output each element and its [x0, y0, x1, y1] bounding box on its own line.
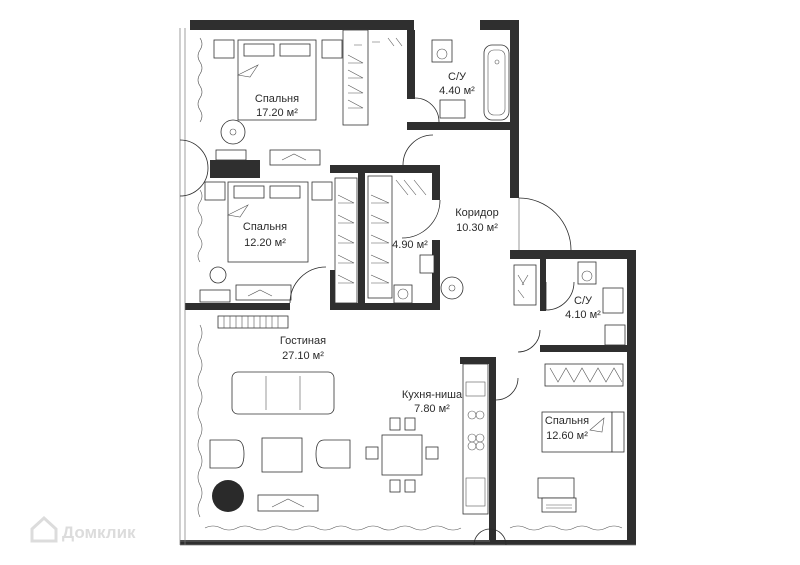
kitchen-area: 7.80 м² [414, 403, 450, 415]
living-area: 27.10 м² [282, 350, 324, 362]
radiator-icon [217, 315, 289, 329]
tv-stand-icon [269, 149, 321, 166]
kitchen-counter-icon [462, 363, 489, 515]
bedroom-1: Спальня 17.20 м² [213, 29, 403, 166]
bedroom1-area: 17.20 м² [256, 107, 298, 119]
armchair-icon [209, 439, 245, 469]
sink-icon [602, 287, 624, 314]
washing-machine-icon [393, 284, 413, 304]
dining-table-icon [381, 434, 423, 476]
bath2-name: С/У [574, 295, 593, 307]
shower-icon [513, 264, 537, 306]
facade-glazing [179, 28, 636, 546]
sofa-icon [231, 371, 335, 415]
bedroom-3: Спальня 12.60 м² [537, 363, 625, 513]
bathtub-icon [483, 44, 510, 121]
desk-chair-icon [537, 477, 575, 499]
corridor-name: Коридор [455, 207, 498, 219]
armchair-icon [220, 119, 246, 145]
walk-in-closet: 4.90 м² [367, 175, 441, 304]
bath1-area: 4.40 м² [439, 85, 475, 97]
pouf-icon [440, 276, 464, 300]
tv-stand-icon [257, 494, 319, 512]
bedroom3-name: Спальня [545, 415, 589, 427]
walls [180, 20, 636, 545]
bedroom1-name: Спальня [255, 93, 299, 105]
house-icon [30, 515, 58, 543]
living-room: Гостиная 27.10 м² [209, 315, 439, 512]
bedroom2-area: 12.20 м² [244, 237, 286, 249]
bathroom-1: С/У 4.40 м² [414, 39, 510, 123]
corridor: Коридор 10.30 м² [402, 134, 572, 300]
wardrobe-icon [342, 29, 369, 126]
wardrobe-icon [334, 177, 358, 304]
plant-icon [209, 266, 227, 284]
armchair-icon [315, 439, 351, 469]
bath1-name: С/У [448, 71, 467, 83]
bedroom2-name: Спальня [243, 221, 287, 233]
bath2-area: 4.10 м² [565, 309, 601, 321]
tv-stand-icon [235, 284, 292, 301]
living-name: Гостиная [280, 335, 326, 347]
closet-area: 4.90 м² [392, 239, 428, 251]
corridor-area: 10.30 м² [456, 222, 498, 234]
bedroom3-area: 12.60 м² [546, 430, 588, 442]
bathroom-2: С/У 4.10 м² [513, 261, 626, 353]
bedroom-2: Спальня 12.20 м² [199, 177, 358, 304]
rug-icon [212, 480, 244, 512]
coffee-table-icon [261, 437, 303, 473]
toilet-icon [431, 39, 453, 63]
wardrobe-icon [544, 363, 624, 387]
watermark-text: Домклик [62, 523, 136, 542]
kitchen-name: Кухня-ниша [402, 389, 463, 401]
watermark: Домклик [30, 515, 136, 543]
kitchen-niche: Кухня-ниша 7.80 м² [402, 363, 519, 515]
sink-icon [439, 99, 466, 119]
